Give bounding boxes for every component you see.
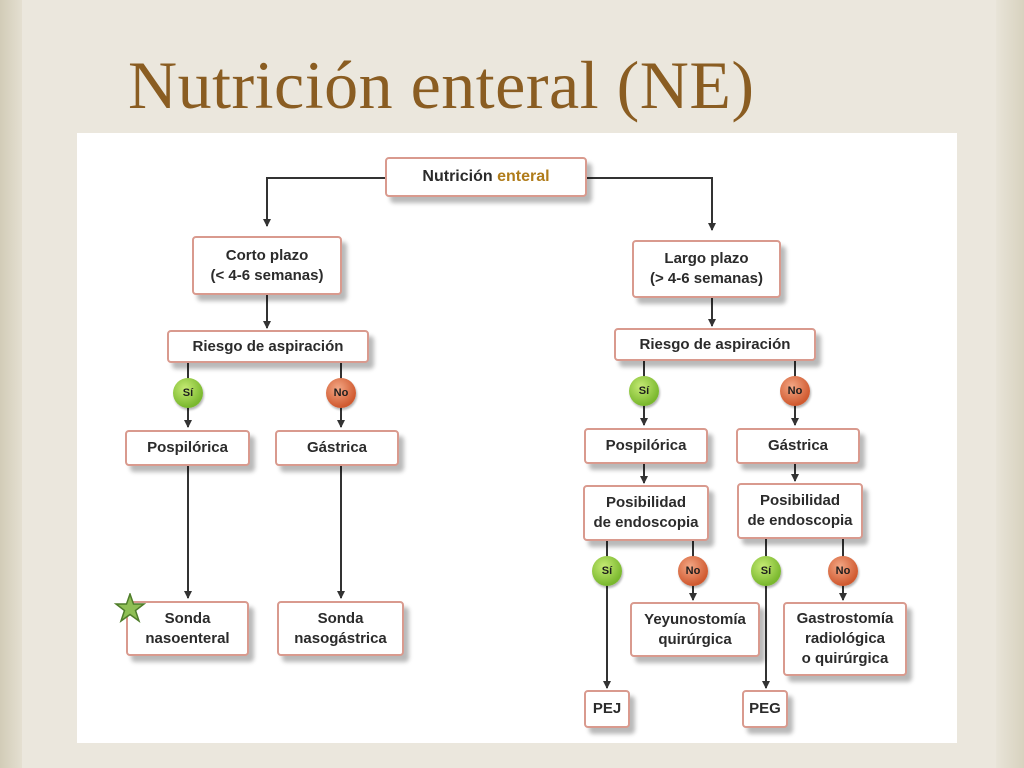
short-gastrica-label: Gástrica — [306, 439, 368, 456]
short-risk-label: Riesgo de aspiración — [192, 337, 344, 355]
node-yeyunostomia-quirurgica: Yeyunostomía quirúrgica — [630, 602, 760, 657]
long-risk-no-badge: No — [780, 376, 810, 406]
gas-endoscopy-line1: Posibilidad — [759, 492, 840, 509]
connector-root-to-long — [587, 177, 716, 231]
node-gas-posibilidad-endoscopia: Posibilidad de endoscopia — [737, 483, 863, 539]
root-label-prefix: Nutrición — [422, 168, 493, 185]
node-corto-plazo: Corto plazo (< 4-6 semanas) — [192, 236, 342, 295]
flowchart-connectors — [184, 177, 847, 689]
long-pospilorica-label: Pospilórica — [605, 437, 687, 454]
left-border-stripe — [0, 0, 22, 768]
yeyunostomia-line1: Yeyunostomía — [644, 610, 746, 628]
long-risk-label: Riesgo de aspiración — [639, 335, 791, 353]
gastrostomia-line3: o quirúrgica — [801, 650, 889, 667]
sonda-nasoenteral-line1: Sonda — [164, 609, 211, 627]
post-endoscopy-line2: de endoscopia — [593, 514, 699, 531]
post-endo-no-label: No — [685, 565, 701, 577]
gas-endoscopy-line2: de endoscopia — [747, 512, 853, 529]
node-long-riesgo-aspiracion: Riesgo de aspiración — [614, 328, 816, 361]
post-endo-yes-label: Sí — [601, 565, 613, 577]
gas-endo-yes-badge: Sí — [751, 556, 781, 586]
node-sonda-nasoenteral: Sonda nasoenteral — [126, 601, 249, 656]
node-largo-plazo: Largo plazo (> 4-6 semanas) — [632, 240, 781, 298]
long-risk-yes-label: Sí — [638, 385, 650, 397]
short-pospilorica-label: Pospilórica — [147, 439, 228, 456]
sonda-nasogastrica-line2: nasogástrica — [294, 629, 387, 647]
right-border-stripe — [996, 0, 1024, 768]
long-term-title: Largo plazo — [664, 250, 749, 267]
flowchart-panel: Nutrición enteral Corto plazo (< 4-6 sem… — [77, 133, 957, 743]
short-term-subtitle: (< 4-6 semanas) — [210, 266, 324, 284]
node-post-posibilidad-endoscopia: Posibilidad de endoscopia — [583, 485, 709, 541]
sonda-nasoenteral-line2: nasoenteral — [145, 629, 230, 647]
gas-endo-no-label: No — [835, 565, 851, 577]
node-sonda-nasogastrica: Sonda nasogástrica — [277, 601, 404, 656]
gastrostomia-line1: Gastrostomía — [796, 610, 894, 627]
node-short-riesgo-aspiracion: Riesgo de aspiración — [167, 330, 369, 363]
node-long-pospilorica: Pospilórica — [584, 428, 708, 464]
short-risk-no-badge: No — [326, 378, 356, 408]
sonda-nasogastrica-line1: Sonda — [317, 609, 364, 627]
node-gastrostomia: Gastrostomía radiológica o quirúrgica — [783, 602, 907, 676]
node-peg: PEG — [742, 690, 788, 728]
star-icon — [113, 593, 147, 623]
gas-endo-yes-label: Sí — [760, 565, 772, 577]
yeyunostomia-line2: quirúrgica — [658, 630, 732, 648]
node-long-gastrica: Gástrica — [736, 428, 860, 464]
post-endo-no-badge: No — [678, 556, 708, 586]
long-term-subtitle: (> 4-6 semanas) — [650, 270, 763, 287]
long-risk-yes-badge: Sí — [629, 376, 659, 406]
node-short-gastrica: Gástrica — [275, 430, 399, 466]
post-endo-yes-badge: Sí — [592, 556, 622, 586]
short-risk-yes-badge: Sí — [173, 378, 203, 408]
gas-endo-no-badge: No — [828, 556, 858, 586]
connector-root-to-short — [263, 177, 385, 227]
pej-label: PEJ — [592, 700, 622, 717]
node-short-pospilorica: Pospilórica — [125, 430, 250, 466]
short-risk-no-label: No — [333, 387, 349, 399]
short-term-title: Corto plazo — [225, 246, 309, 264]
root-label-accent: enteral — [497, 168, 550, 185]
node-pej: PEJ — [584, 690, 630, 728]
peg-label: PEG — [749, 700, 781, 717]
slide-title: Nutrición enteral (NE) — [128, 47, 755, 123]
gastrostomia-line2: radiológica — [804, 630, 886, 647]
node-nutricion-enteral: Nutrición enteral — [385, 157, 587, 197]
post-endoscopy-line1: Posibilidad — [605, 494, 686, 511]
long-gastrica-label: Gástrica — [767, 437, 829, 454]
short-risk-yes-label: Sí — [182, 387, 194, 399]
long-risk-no-label: No — [787, 385, 803, 397]
